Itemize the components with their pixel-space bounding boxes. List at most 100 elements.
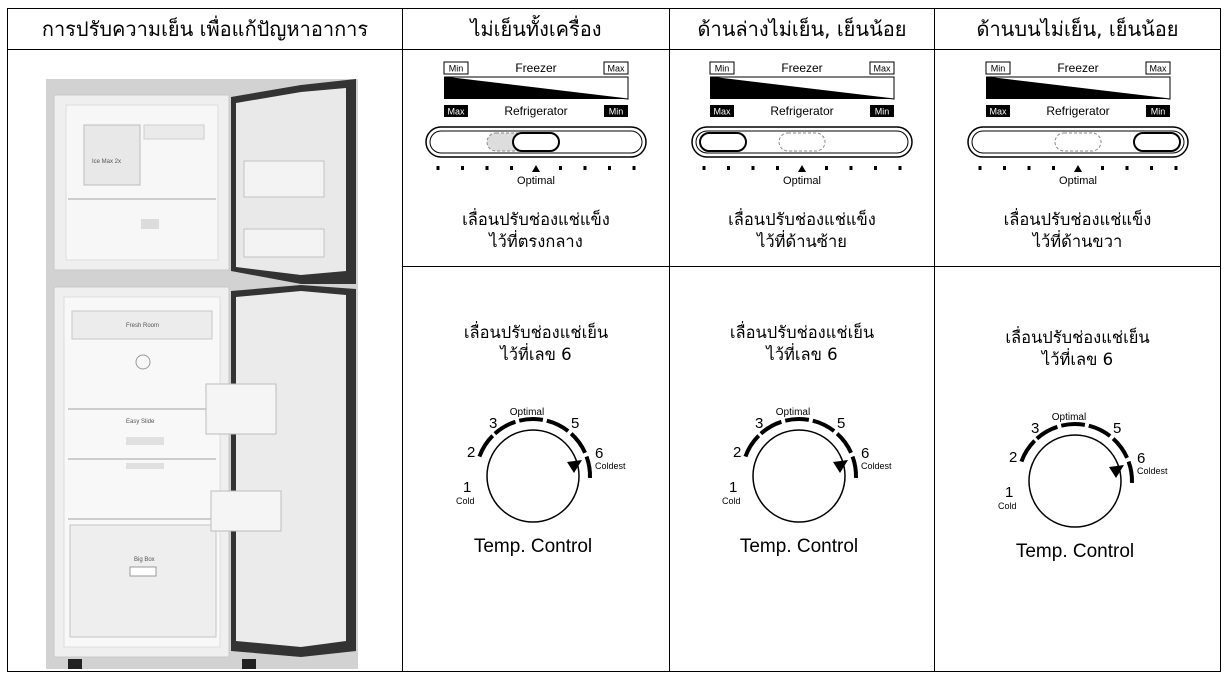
scale-dot bbox=[510, 166, 513, 170]
scale-dot bbox=[1051, 166, 1055, 170]
dial-pointer bbox=[833, 460, 848, 473]
dial-arc-segment bbox=[584, 455, 592, 479]
refrigerator-image: Ice Max 2x Fresh Room Easy Slide Big Box bbox=[46, 79, 358, 669]
dial-number-1: 1 bbox=[463, 479, 471, 496]
dial-number-6: 6 bbox=[861, 445, 869, 462]
fridge-caption: เลื่อนปรับช่องแช่เย็นไว้ที่เลข 6 bbox=[935, 327, 1220, 371]
easy-slide-label: Easy Slide bbox=[126, 419, 155, 425]
scale-dot bbox=[1125, 166, 1128, 170]
dial-optimal-label: Optimal bbox=[776, 407, 810, 418]
dial-arc-segment bbox=[1126, 460, 1134, 484]
dial-number-2: 2 bbox=[467, 444, 475, 461]
freezer-label: Freezer bbox=[515, 61, 556, 75]
dial-optimal-label: Optimal bbox=[510, 407, 544, 418]
dial-arc-segment bbox=[1060, 422, 1085, 428]
scale-dot bbox=[978, 166, 981, 170]
fridge-caption-line-2: ไว้ที่เลข 6 bbox=[500, 345, 572, 364]
freezer-slider-knob[interactable] bbox=[512, 132, 560, 152]
freezer-slider-knob[interactable] bbox=[699, 132, 747, 152]
scale-dot bbox=[1100, 166, 1104, 170]
big-box-label: Big Box bbox=[134, 557, 155, 563]
dial-arc-segment bbox=[850, 455, 858, 479]
min-label-inverse: Min bbox=[875, 107, 890, 117]
scale-dot bbox=[702, 166, 706, 170]
temp-control-label: Temp. Control bbox=[1015, 541, 1133, 562]
dial-number-5: 5 bbox=[1113, 420, 1121, 437]
scale-dot bbox=[583, 166, 587, 170]
dial-pointer bbox=[567, 460, 582, 473]
dial-arc-segment bbox=[784, 417, 810, 423]
row-divider bbox=[402, 266, 1220, 267]
dial-knob[interactable] bbox=[1027, 434, 1122, 528]
header-whole-unit-not-cold: ไม่เย็นทั้งเครื่อง bbox=[470, 17, 602, 41]
fridge-caption: เลื่อนปรับช่องแช่เย็นไว้ที่เลข 6 bbox=[670, 322, 934, 366]
max-label-inverse: Max bbox=[989, 107, 1007, 117]
optimal-marker bbox=[532, 165, 540, 172]
freezer-label: Freezer bbox=[781, 61, 822, 75]
freezer-caption: เลื่อนปรับช่องแช่แข็งไว้ที่ด้านซ้าย bbox=[670, 209, 934, 253]
freezer-caption-line-1: เลื่อนปรับช่องแช่แข็ง bbox=[1003, 210, 1152, 229]
dial-knob[interactable] bbox=[752, 429, 846, 523]
column-divider bbox=[934, 9, 935, 671]
dial-arc-segment bbox=[1087, 423, 1111, 438]
dial-number-5: 5 bbox=[837, 415, 845, 432]
scale-dot bbox=[776, 166, 779, 170]
max-label: Max bbox=[873, 64, 891, 74]
header-divider bbox=[8, 49, 1220, 50]
freezer-caption-line-2: ไว้ที่ด้านซ้าย bbox=[757, 232, 847, 251]
max-label-inverse: Max bbox=[713, 107, 731, 117]
dial-arc-segment bbox=[743, 434, 761, 458]
freezer-slider-knob[interactable] bbox=[1132, 132, 1181, 152]
dial-number-3: 3 bbox=[755, 415, 763, 432]
min-label: Min bbox=[990, 64, 1005, 74]
freezer-slider-track[interactable] bbox=[691, 126, 913, 158]
dial-pointer bbox=[1108, 465, 1124, 478]
scale-dot bbox=[849, 166, 853, 170]
header-top-not-cold: ด้านบนไม่เย็น, เย็นน้อย bbox=[976, 17, 1179, 41]
scale-dot bbox=[461, 166, 464, 170]
freezer-caption-line-2: ไว้ที่ด้านขวา bbox=[1032, 232, 1123, 251]
fresh-room-label: Fresh Room bbox=[126, 323, 159, 329]
dial-coldest-label: Coldest bbox=[861, 461, 892, 471]
scale-dot bbox=[898, 166, 902, 170]
scale-dot bbox=[727, 166, 730, 170]
temp-control-label: Temp. Control bbox=[740, 536, 858, 557]
fridge-caption-line-2: ไว้ที่เลข 6 bbox=[766, 345, 838, 364]
dial-number-3: 3 bbox=[489, 415, 497, 432]
scale-dot bbox=[608, 166, 611, 170]
optimal-label: Optimal bbox=[517, 175, 555, 187]
dial-coldest-label: Coldest bbox=[595, 461, 626, 471]
optimal-label: Optimal bbox=[783, 175, 821, 187]
refrigerator-label: Refrigerator bbox=[504, 104, 567, 118]
fridge-caption-line-1: เลื่อนปรับช่องแช่เย็น bbox=[729, 323, 875, 342]
min-label-inverse: Min bbox=[609, 107, 624, 117]
dial-number-3: 3 bbox=[1031, 420, 1039, 437]
dial-arc-segment bbox=[1111, 437, 1129, 459]
dial-number-1: 1 bbox=[1005, 484, 1013, 501]
column-divider bbox=[669, 9, 670, 671]
freezer-caption-line-2: ไว้ที่ตรงกลาง bbox=[489, 232, 583, 251]
dial-cold-label: Cold bbox=[456, 496, 475, 506]
scale-dot bbox=[1174, 166, 1177, 170]
fridge-caption-line-2: ไว้ที่เลข 6 bbox=[1041, 350, 1114, 369]
scale-dot bbox=[751, 166, 755, 170]
dial-knob[interactable] bbox=[486, 429, 580, 523]
dial-arc-segment bbox=[835, 432, 853, 454]
header-title: การปรับความเย็น เพื่อแก้ปัญหาอาการ bbox=[41, 17, 369, 41]
dial-cold-label: Cold bbox=[998, 501, 1017, 511]
optimal-marker bbox=[798, 165, 806, 172]
scale-dot bbox=[559, 166, 562, 170]
min-label-inverse: Min bbox=[1150, 107, 1165, 117]
optimal-label: Optimal bbox=[1059, 175, 1097, 187]
dial-number-2: 2 bbox=[733, 444, 741, 461]
scale-dot bbox=[1002, 166, 1006, 170]
dial-number-1: 1 bbox=[729, 479, 737, 496]
freezer-slider-track[interactable] bbox=[966, 126, 1189, 158]
dial-arc-segment bbox=[759, 419, 783, 436]
min-label: Min bbox=[715, 64, 730, 74]
scale-dot bbox=[436, 166, 440, 170]
